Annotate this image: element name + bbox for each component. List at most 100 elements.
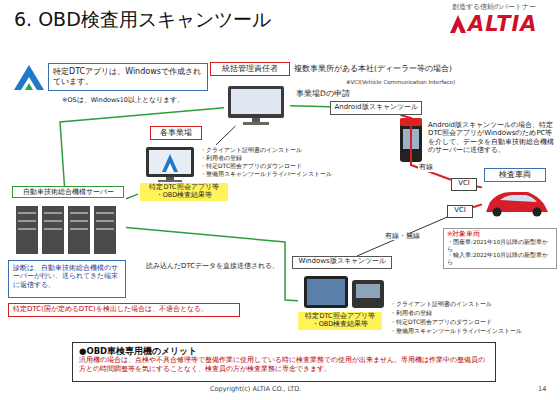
node-label: 特定DTC(国が定めるDTC)を検出した場合は、不適合となる。 [13, 305, 235, 313]
server-slot [96, 212, 114, 214]
tablet-node: 特定DTC照会アプリ等・OBD検査結果等 [298, 272, 386, 334]
text-panel: 検査車両 [484, 168, 546, 182]
bullet-item: ・整備用スキャンツールドライバーインストール [200, 170, 332, 177]
node-text: ・OBD検査結果等 [142, 192, 226, 200]
server-slot [18, 212, 36, 214]
tool-box: Android版スキャンツール [330, 101, 422, 115]
server-slot [18, 228, 36, 230]
monitor-stand [243, 122, 269, 125]
text-panel: 特定DTC照会アプリ等・OBD検査結果等 [140, 183, 228, 201]
tagline: 創造する信頼のパートナー [452, 3, 536, 11]
monitor-icon [146, 147, 194, 177]
connector [216, 126, 236, 145]
note-text: 読み込んだDTCデータを直接送信される。 [146, 262, 279, 270]
monitor-stand [252, 118, 260, 122]
node-label: ※対象車両 [447, 231, 553, 239]
note-text: 複数事業所がある本社(ディーラー等の場合) [294, 64, 452, 73]
company-mark [455, 26, 461, 33]
note-text: ※OSは、Windows10以上となります。 [62, 97, 184, 105]
node-label: 特定DTCアプリは、Windowsで作成されています。 [53, 67, 203, 86]
server-rack [16, 206, 38, 254]
server-slot [96, 220, 114, 222]
node-label: ●OBD車検専用機のメリット [79, 346, 489, 356]
node-label: VCI [448, 206, 472, 214]
node-text: ・OBD検査結果等 [300, 321, 380, 329]
connector [357, 217, 447, 256]
bullet-item: ・特定DTC照会アプリのダウンロード [390, 318, 492, 325]
app-logo [21, 77, 37, 90]
vci-box: VCI [447, 205, 473, 218]
vehicle-window [500, 195, 537, 202]
office-pc: 事業場Dの申請 [224, 84, 290, 126]
connector [126, 227, 298, 300]
connector [290, 106, 330, 107]
node-text: 汎用機の場合は、点検や不具合修理等で整備作業に使用している時に検査業務での使用が… [79, 356, 489, 373]
app-logo [25, 83, 33, 90]
site-box: 各事業場 [150, 126, 202, 140]
bullet-item: ・クライアント証明書のインストール [390, 300, 492, 307]
connector [126, 194, 138, 199]
text-panel: 特定DTC照会アプリ等・OBD検査結果等 [298, 312, 382, 330]
monitor-stand [158, 180, 182, 182]
server-rack [42, 206, 64, 254]
text-panel: 事業場Dの申請 [294, 88, 368, 99]
server-slot [44, 212, 62, 214]
server-rack [68, 206, 90, 254]
text-panel: 自動車技術総合機構サーバー [12, 186, 124, 198]
node-label: Windows版スキャンツール [293, 257, 391, 265]
node-text: ・国産車:2021年10月以降の新型車から [447, 239, 553, 252]
info-box: 特定DTCアプリは、Windowsで作成されています。 [48, 63, 208, 91]
server-rack [94, 206, 116, 254]
monitor-screen [149, 150, 191, 174]
merit-box: ●OBD車検専用機のメリット汎用機の場合は、点検や不具合修理等で整備作業に使用し… [72, 342, 496, 382]
node-label: 特定DTC照会アプリ等 [300, 313, 380, 321]
company-logo: ALTIA [468, 12, 538, 37]
server-slot [44, 228, 62, 230]
node-label: 診断は、自動車技術総合機構のサーバーが行い、送られてきた端末に返信する。 [13, 264, 121, 289]
scanner-device [352, 280, 384, 308]
bullet-item: ・利用者の登録 [390, 309, 432, 316]
node-label: 特定DTC照会アプリ等 [142, 184, 226, 192]
page-number: 14 [538, 386, 546, 394]
server-slot [70, 212, 88, 214]
vehicle-wheel [493, 208, 502, 217]
monitor-screen [231, 89, 281, 114]
note-text: ※VCI(Vehicle Communication Interface) [346, 79, 455, 86]
tablet-icon [304, 276, 348, 308]
connector [477, 186, 482, 189]
bullet-item: ・クライアント証明書のインストール [200, 146, 302, 153]
vci-box: VCI [451, 178, 477, 191]
explanation-text: Android版スキャンツールの場合、特定DTC照会アプリがWindowsのため… [428, 121, 556, 155]
vehicle-wheel [533, 208, 542, 217]
node-label: 事業場Dの申請 [296, 89, 366, 98]
server-slot [70, 220, 88, 222]
monitor-icon [228, 86, 284, 118]
tablet-screen [307, 279, 345, 305]
bullet-item: ・利用者の登録 [200, 154, 242, 161]
connector [60, 108, 224, 186]
node-label: Android版スキャンツール [333, 103, 419, 111]
connector-label: 有線・無線 [384, 233, 421, 241]
node-label: 自動車技術総合機構サーバー [15, 188, 121, 196]
note-box: ※対象車両・国産車:2021年10月以降の新型車から・輸入車:2022年10月以… [443, 228, 557, 269]
server-slot [18, 220, 36, 222]
tool-box: Windows版スキャンツール [292, 256, 392, 269]
vehicle-node: 検査車両 [482, 168, 552, 218]
role-box: 統括管理責任者 [210, 62, 290, 76]
app-logo [14, 65, 44, 90]
server-slot [70, 228, 88, 230]
server-slot [44, 220, 62, 222]
connector-label: 有線 [418, 164, 434, 172]
copyright: Copyright(c) ALTIA CO., LTD. [210, 386, 301, 394]
scanner-screen [356, 284, 380, 298]
slide-title: 6. OBD検査用スキャンツール [14, 8, 271, 31]
node-text: ・輸入車:2022年10月以降の新型車から [447, 252, 553, 265]
company-mark [450, 15, 466, 33]
connector [473, 204, 482, 207]
node-label: 統括管理責任者 [213, 64, 287, 73]
node-label: VCI [452, 179, 476, 187]
warning-box: 特定DTC(国が定めるDTC)を検出した場合は、不適合となる。 [8, 303, 240, 317]
